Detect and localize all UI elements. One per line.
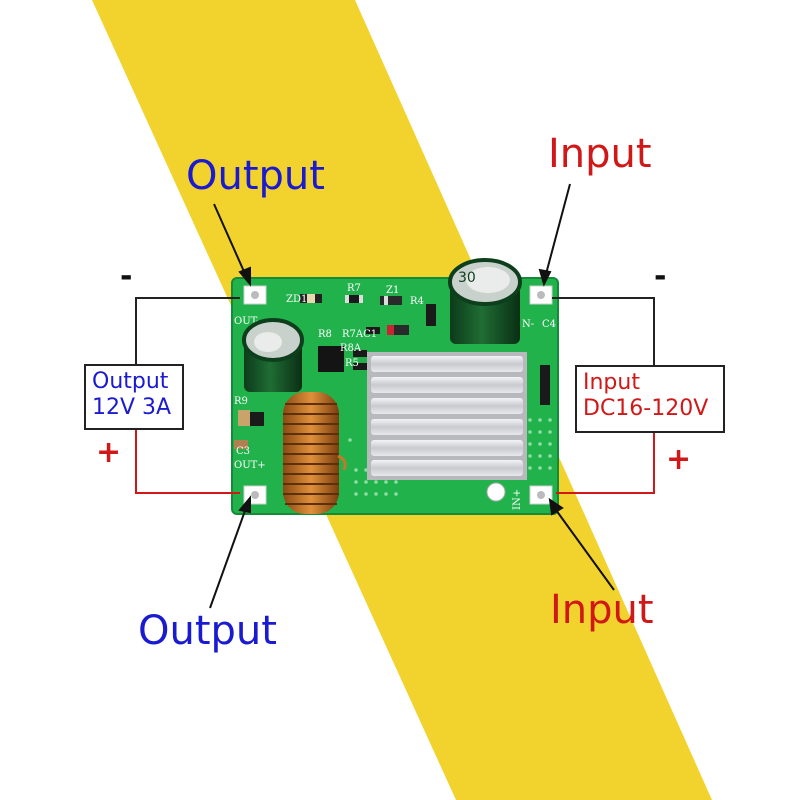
silk-r7: R7 — [347, 283, 361, 294]
svg-text:30: 30 — [458, 270, 476, 286]
silk-out-plus: OUT+ — [234, 460, 266, 471]
silk-r7ac1: R7AC1 — [342, 329, 377, 340]
silk-c4: C4 — [542, 319, 556, 330]
silk-r8: R8 — [318, 329, 332, 340]
silk-out-minus: OUT- — [234, 316, 259, 327]
silk-r4: R4 — [410, 296, 424, 307]
input-capacitor: 30 — [448, 258, 522, 344]
output-minus-sign: - — [120, 259, 133, 294]
input-spec-line1: Input — [583, 370, 640, 395]
input-spec-box: Input DC16-120V — [575, 365, 725, 433]
output-capacitor — [242, 318, 304, 392]
output-label-bottom: Output — [138, 608, 277, 654]
silk-r9: R9 — [234, 396, 248, 407]
input-wires — [552, 297, 655, 494]
output-spec-box: Output 12V 3A — [84, 364, 184, 430]
silk-in-minus: N- — [522, 319, 534, 330]
silk-z1: Z1 — [386, 285, 399, 296]
input-label-bottom: Input — [550, 587, 654, 633]
silk-c3: C3 — [236, 446, 250, 457]
output-plus-sign: + — [96, 435, 122, 470]
input-minus-sign: - — [654, 259, 667, 294]
output-wires — [135, 297, 240, 494]
input-spec-line2: DC16-120V — [583, 396, 709, 421]
silk-in-plus: IN+ — [512, 489, 523, 510]
input-label-top: Input — [548, 131, 652, 177]
pointer-arrows — [209, 183, 615, 609]
silk-r8a: R8A — [340, 343, 362, 354]
output-spec-line1: Output — [92, 369, 169, 394]
input-plus-sign: + — [666, 442, 692, 477]
output-label-top: Output — [186, 153, 325, 199]
silk-r5: R5 — [345, 358, 359, 369]
silk-zd1: ZD1 — [286, 294, 307, 305]
inductor-coil — [283, 392, 347, 514]
output-spec-line2: 12V 3A — [92, 395, 172, 420]
heatsink — [367, 352, 527, 480]
